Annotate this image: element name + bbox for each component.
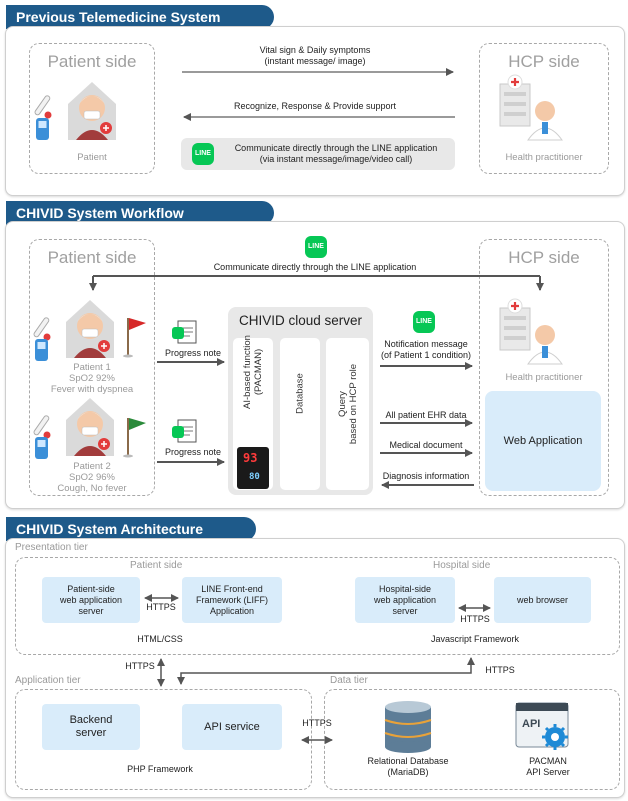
patient-caption: Patient: [77, 152, 107, 163]
doctor-icon-2: [527, 325, 563, 365]
api-service: API service: [182, 704, 282, 750]
https-label-2: HTTPS: [460, 614, 490, 624]
hcp-caption-2: Health practitioner: [505, 372, 583, 383]
hcp-side-box: HCP side: [479, 43, 609, 174]
medical-doc-label: Medical document: [389, 440, 463, 450]
patient-side-title: Patient side: [47, 52, 137, 71]
presentation-tier-label: Presentation tier: [15, 542, 88, 553]
api-server-icon: API: [515, 702, 569, 750]
patient-side-box: Patient side: [29, 43, 155, 174]
web-browser: web browser: [494, 577, 591, 623]
patient1-icon: [33, 300, 114, 361]
hcp-side-title: HCP side: [508, 52, 580, 71]
spo2-reading: 93: [243, 451, 258, 465]
https-label-1: HTTPS: [146, 602, 176, 612]
doctor-icon: [527, 101, 563, 141]
line-communicate-box: [181, 138, 455, 170]
line-app-icon-2: LINE: [305, 236, 327, 258]
hcp-caption: Health practitioner: [505, 152, 583, 163]
notification-label: Notification message (of Patient 1 condi…: [380, 339, 472, 360]
database-icon: [384, 701, 432, 753]
line-top-label: Communicate directly through the LINE ap…: [213, 262, 417, 272]
pacman-label: PACMAN API Server: [526, 756, 570, 777]
html-css-label: HTML/CSS: [137, 634, 183, 644]
web-application-box: Web Application: [485, 391, 601, 491]
progress-note-doc-icon-1: [172, 320, 197, 344]
js-framework-label: Javascript Framework: [430, 634, 520, 644]
backend-server: Backend server: [42, 704, 140, 750]
pulse-reading: 80: [249, 472, 260, 482]
section3-header: CHIVID System Architecture: [6, 517, 256, 541]
patient2-info: Patient 2 SpO2 96% Cough, No fever: [57, 461, 127, 494]
progress-note-2: Progress note: [164, 447, 222, 457]
hospital-side-label: Hospital side: [433, 560, 491, 571]
line-communicate-label: Communicate directly through the LINE ap…: [234, 143, 438, 164]
hospital-icon: [499, 74, 531, 127]
recognize-label: Recognize, Response & Provide support: [233, 101, 397, 111]
patient2-icon: [33, 398, 114, 459]
line-app-icon: LINE: [192, 143, 214, 165]
patient-side-label-3: Patient side: [130, 560, 183, 571]
pulse-oximeter-display: 93 80: [237, 447, 269, 489]
cloud-server-title: CHIVID cloud server: [238, 313, 363, 328]
line-app-icon-3: LINE: [413, 311, 435, 333]
liff-application: LINE Front-end Framework (LIFF) Applicat…: [182, 577, 282, 623]
diagnosis-label: Diagnosis information: [382, 471, 470, 481]
hcp-side-box-2: HCP side: [479, 239, 609, 496]
arrow-hospital-to-app: [177, 660, 472, 685]
https-label-5: HTTPS: [302, 718, 332, 728]
progress-note-1: Progress note: [164, 348, 222, 358]
sick-patient-icon: [68, 82, 116, 140]
progress-note-doc-icon-2: [172, 419, 197, 443]
svg-text:API: API: [522, 718, 540, 730]
data-tier-label: Data tier: [330, 675, 368, 686]
application-tier-label: Application tier: [15, 675, 81, 686]
ehr-label: All patient EHR data: [385, 410, 467, 420]
php-framework-label: PHP Framework: [127, 764, 193, 774]
hospital-icon-2: [499, 298, 531, 351]
green-flag-icon: [123, 418, 146, 458]
query-column: [326, 338, 369, 490]
patient-side-box-2: Patient side: [29, 239, 155, 496]
relational-db-label: Relational Database (MariaDB): [367, 756, 449, 777]
https-label-3: HTTPS: [125, 661, 155, 671]
thermometer-icon: [34, 95, 52, 119]
patient-webapp-server: Patient-side web application server: [42, 577, 140, 623]
vital-sign-label: Vital sign & Daily symptoms (instant mes…: [259, 45, 371, 66]
database-column: [280, 338, 320, 490]
patient-side-title-2: Patient side: [47, 248, 137, 267]
red-flag-icon: [123, 318, 146, 358]
https-label-4: HTTPS: [485, 665, 515, 675]
patient1-info: Patient 1 SpO2 92% Fever with dyspnea: [50, 362, 134, 395]
hcp-side-title-2: HCP side: [508, 248, 580, 267]
hospital-webapp-server: Hospital-side web application server: [355, 577, 455, 623]
presentation-tier-box: [15, 557, 620, 655]
pulse-oximeter-icon: [36, 118, 49, 140]
